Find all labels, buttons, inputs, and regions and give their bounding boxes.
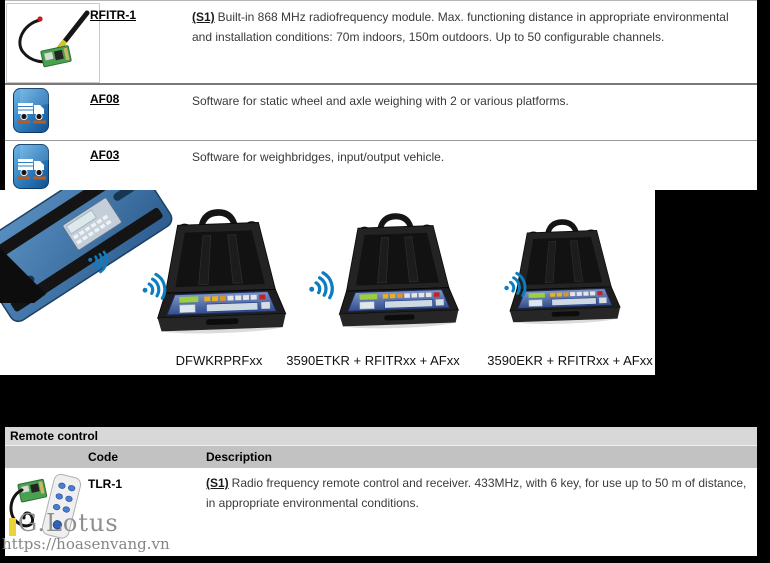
description-column-header: Description: [206, 450, 273, 464]
antenna-module-photo: [6, 3, 100, 83]
module-code-link[interactable]: RFITR-1: [90, 8, 136, 22]
section-header: Remote control: [5, 427, 757, 446]
code-column-header: Code: [88, 450, 118, 464]
footnote-s1-link[interactable]: (S1): [206, 476, 229, 490]
truck-weighing-app-icon: [13, 88, 49, 133]
figure-caption: DFWKRPRFxx: [175, 353, 263, 368]
footnote-s1-link[interactable]: (S1): [192, 10, 215, 24]
remote-code: TLR-1: [88, 477, 122, 491]
case-dfwkrprf: [154, 210, 286, 335]
table-row: AF03 Software for weighbridges, input/ou…: [5, 141, 757, 191]
column-header-row: Code Description: [5, 446, 757, 468]
modules-table: RFITR-1 (S1)Built-in 868 MHz radiofreque…: [5, 0, 757, 190]
wifi-icon: [137, 271, 169, 305]
module-description: Software for static wheel and axle weigh…: [192, 91, 748, 111]
figure-caption: 3590ETKR + RFITRxx + AFxx: [286, 353, 460, 368]
remote-control-table: Remote control Code Description: [5, 427, 757, 556]
description-text: Software for static wheel and axle weigh…: [192, 94, 569, 108]
module-description: (S1)Built-in 868 MHz radiofrequency modu…: [192, 7, 748, 47]
table-row: RFITR-1 (S1)Built-in 868 MHz radiofreque…: [5, 1, 757, 85]
section-title: Remote control: [10, 429, 99, 443]
module-code-link[interactable]: AF08: [90, 92, 120, 106]
remote-description: (S1)Radio frequency remote control and r…: [206, 473, 751, 513]
remote-control-photo: [9, 473, 82, 539]
description-text: Software for weighbridges, input/output …: [192, 150, 445, 164]
wifi-icon: [304, 269, 337, 304]
antenna-icon: [18, 10, 90, 68]
truck-weighing-app-icon: [13, 144, 49, 189]
case-3590ekr: [507, 220, 621, 325]
watermark-url: https://hoasenvang.vn: [2, 535, 170, 553]
table-row: AF08 Software for static wheel and axle …: [5, 85, 757, 141]
case-3590etkr: [336, 214, 459, 330]
module-description: Software for weighbridges, input/output …: [192, 147, 748, 167]
table-row: TLR-1 (S1)Radio frequency remote control…: [5, 468, 757, 556]
wheel-pad-graphic: [0, 150, 173, 323]
description-text: Built-in 868 MHz radiofrequency module. …: [192, 10, 729, 44]
pad-ramp-shadow: [0, 248, 46, 303]
figure-caption: 3590EKR + RFITRxx + AFxx: [487, 353, 653, 368]
watermark-brand: G.Lotus: [18, 509, 119, 537]
description-text: Radio frequency remote control and recei…: [206, 476, 747, 510]
product-figure: DFWKRPRFxx 3590ETKR + RFITRxx + AFxx 359…: [0, 150, 655, 375]
product-figure-graphic: [0, 150, 655, 375]
module-code-link[interactable]: AF03: [90, 148, 120, 162]
